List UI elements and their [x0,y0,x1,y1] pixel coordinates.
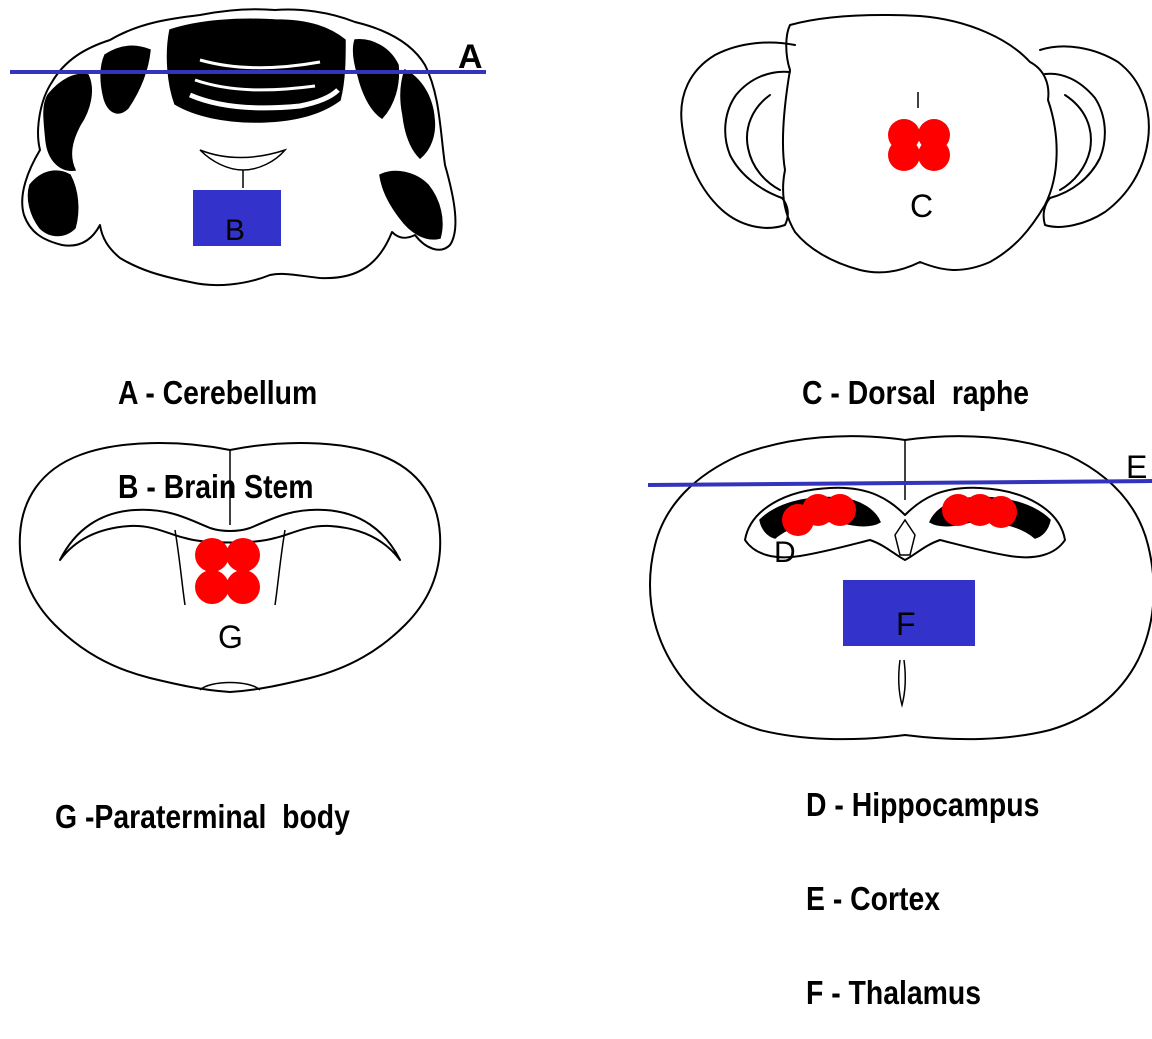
dots-d [782,494,1017,536]
region-label-d: D [774,536,796,569]
level-label-a: A [458,38,483,76]
caption-line-a: A - Cerebellum [118,377,317,408]
dot-d-6 [985,496,1017,528]
dot-g-2 [226,538,260,572]
folium-left-outer [44,74,91,170]
level-line-e [648,481,1152,485]
folium-left-lower [28,171,77,235]
region-label-g: G [218,619,243,655]
caption-line-d: D - Hippocampus [806,789,1039,820]
caption-paraterminal: G -Paraterminal body [55,738,350,863]
dot-d-3 [824,494,856,526]
folium-right-lower [380,172,442,239]
caption-raphe: C - Dorsal raphe [802,314,1029,439]
caption-forebrain: D - Hippocampus E - Cortex F - Thalamus [806,726,1039,1039]
caption-line-f: F - Thalamus [806,977,1039,1008]
dot-g-3 [195,570,229,604]
level-label-e: E [1126,449,1147,485]
dots-g [195,538,260,604]
folium-right-outer [401,70,434,158]
raphe-outline [783,15,1057,272]
raphe-left-inner [747,95,780,190]
raphe-right-inner [1060,95,1091,190]
dot-g-1 [195,538,229,572]
dots-c [888,119,950,171]
caption-line-e: E - Cortex [806,883,1039,914]
region-label-c: C [910,188,933,224]
caption-line-c: C - Dorsal raphe [802,377,1029,408]
fourth-ventricle [200,150,285,170]
dot-g-4 [226,570,260,604]
caption-line-g: G -Paraterminal body [55,801,350,832]
dot-c-3 [888,139,920,171]
region-label-b: B [225,214,245,247]
region-label-f: F [896,606,916,642]
folium-right-mid [354,40,399,118]
caption-cerebellum: A - Cerebellum B - Brain Stem [118,314,317,533]
folium-left-mid [101,46,150,113]
dot-c-4 [918,139,950,171]
raphe-left-lobe [681,42,795,227]
caption-line-b: B - Brain Stem [118,471,317,502]
